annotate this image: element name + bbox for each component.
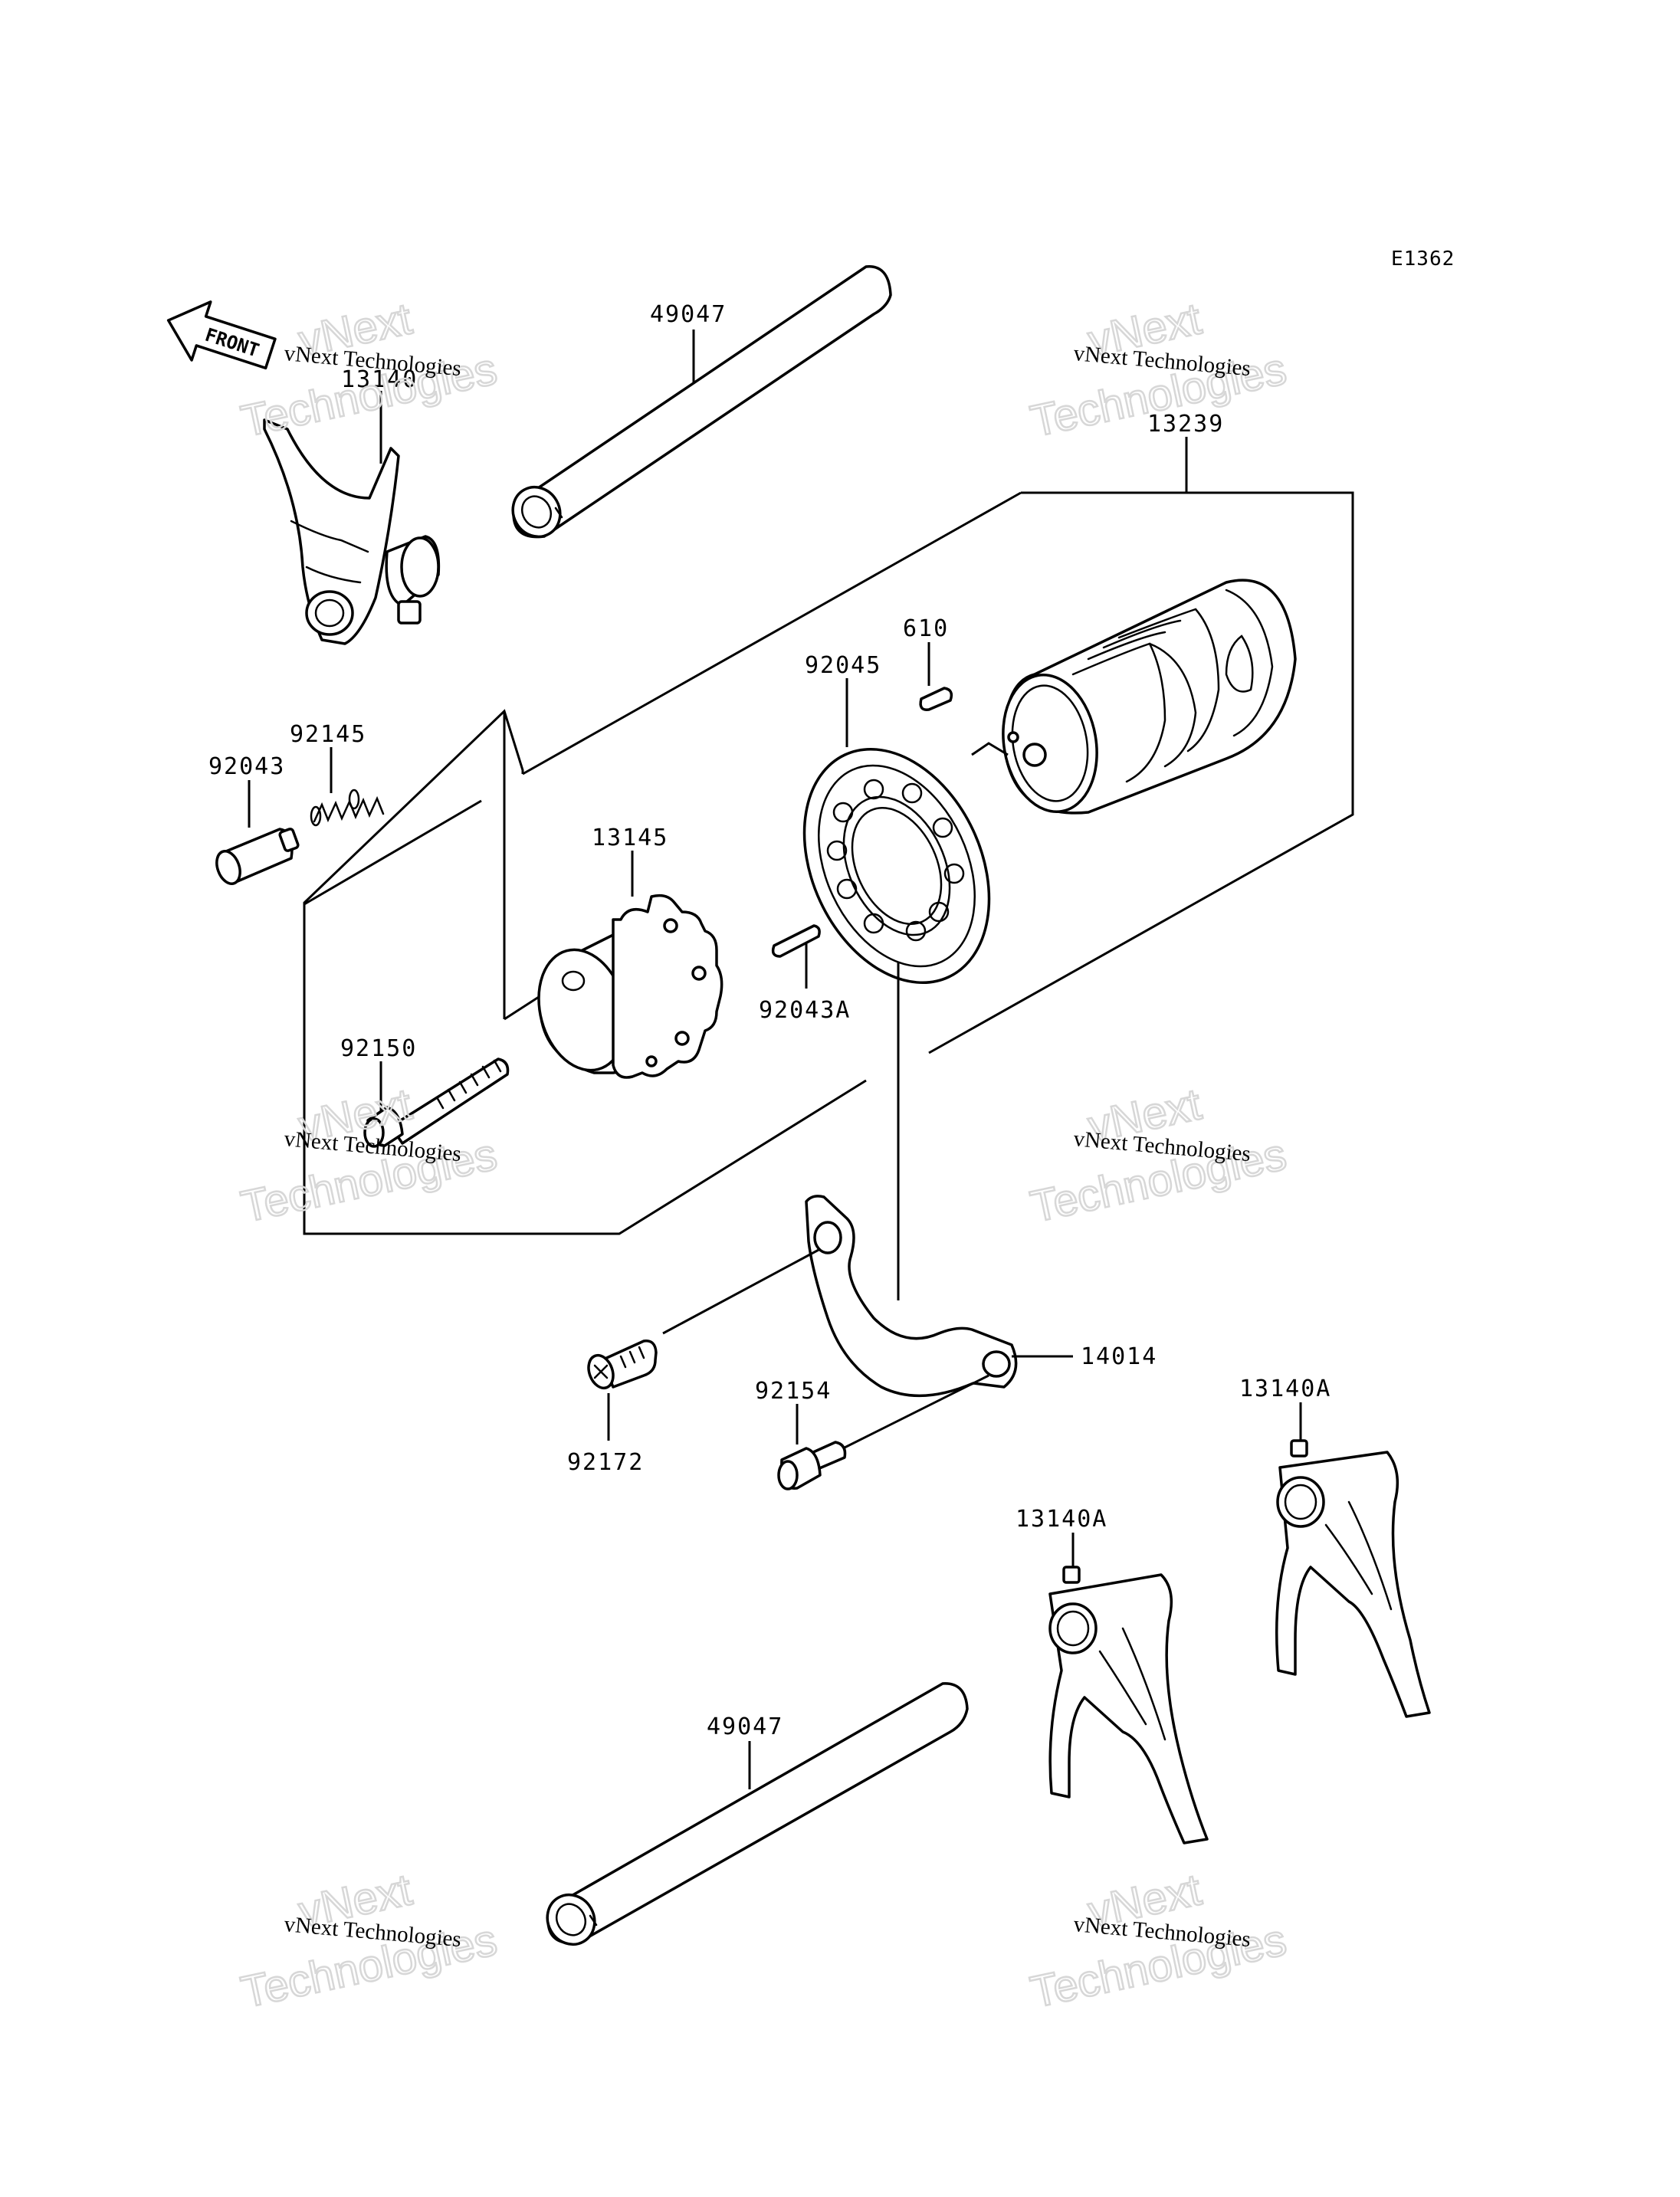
watermark-mid-right: vNext Technologies vNext Technologies: [1025, 1078, 1291, 1233]
bearing-92045[interactable]: [769, 720, 1025, 1013]
shift-drum-cam-13145[interactable]: [526, 894, 724, 1080]
bolt-92154[interactable]: [777, 1441, 847, 1490]
shift-fork-13140A-right[interactable]: [1275, 1439, 1431, 1718]
pin-92043[interactable]: [212, 828, 300, 887]
label-610: 610: [903, 615, 949, 642]
label-92045: 92045: [805, 652, 881, 679]
label-92043: 92043: [208, 753, 285, 780]
shift-shaft-49047-bottom[interactable]: [539, 1682, 969, 1953]
watermark-bottom-left: vNext Technologies vNext Technologies: [236, 1864, 502, 2018]
front-arrow-icon: FRONT: [166, 300, 277, 370]
label-92154: 92154: [755, 1378, 832, 1405]
label-13140-top: 13140: [341, 366, 418, 393]
label-92145: 92145: [290, 721, 366, 748]
holder-plate-14014[interactable]: [805, 1195, 1018, 1398]
label-92172: 92172: [567, 1449, 644, 1476]
watermark-bottom-right: vNext Technologies vNext Technologies: [1025, 1864, 1291, 2018]
shift-fork-13140A-mid[interactable]: [1048, 1566, 1209, 1844]
shift-drum-13239[interactable]: [993, 579, 1297, 819]
shift-fork-13140[interactable]: [263, 418, 441, 645]
screw-92172[interactable]: [584, 1340, 658, 1392]
pin-610[interactable]: [919, 687, 953, 711]
label-13145: 13145: [592, 825, 668, 851]
label-92150: 92150: [340, 1035, 417, 1062]
label-49047-bottom: 49047: [707, 1713, 783, 1740]
shift-shaft-49047-top[interactable]: [504, 265, 892, 546]
assembly-outline-13145: [303, 709, 867, 1235]
label-92043A: 92043A: [759, 997, 851, 1024]
label-49047-top: 49047: [650, 301, 727, 328]
pin-92043A[interactable]: [771, 924, 821, 958]
spring-92145[interactable]: [310, 789, 385, 827]
diagram-code: E1362: [1391, 248, 1455, 271]
label-13140A-mid: 13140A: [1016, 1506, 1107, 1533]
label-13239: 13239: [1147, 411, 1224, 438]
bolt-92150[interactable]: [363, 1058, 510, 1148]
label-13140A-right: 13140A: [1239, 1376, 1331, 1402]
label-14014: 14014: [1081, 1343, 1157, 1370]
watermark-top-left: vNext Technologies vNext Technologies: [236, 293, 502, 448]
